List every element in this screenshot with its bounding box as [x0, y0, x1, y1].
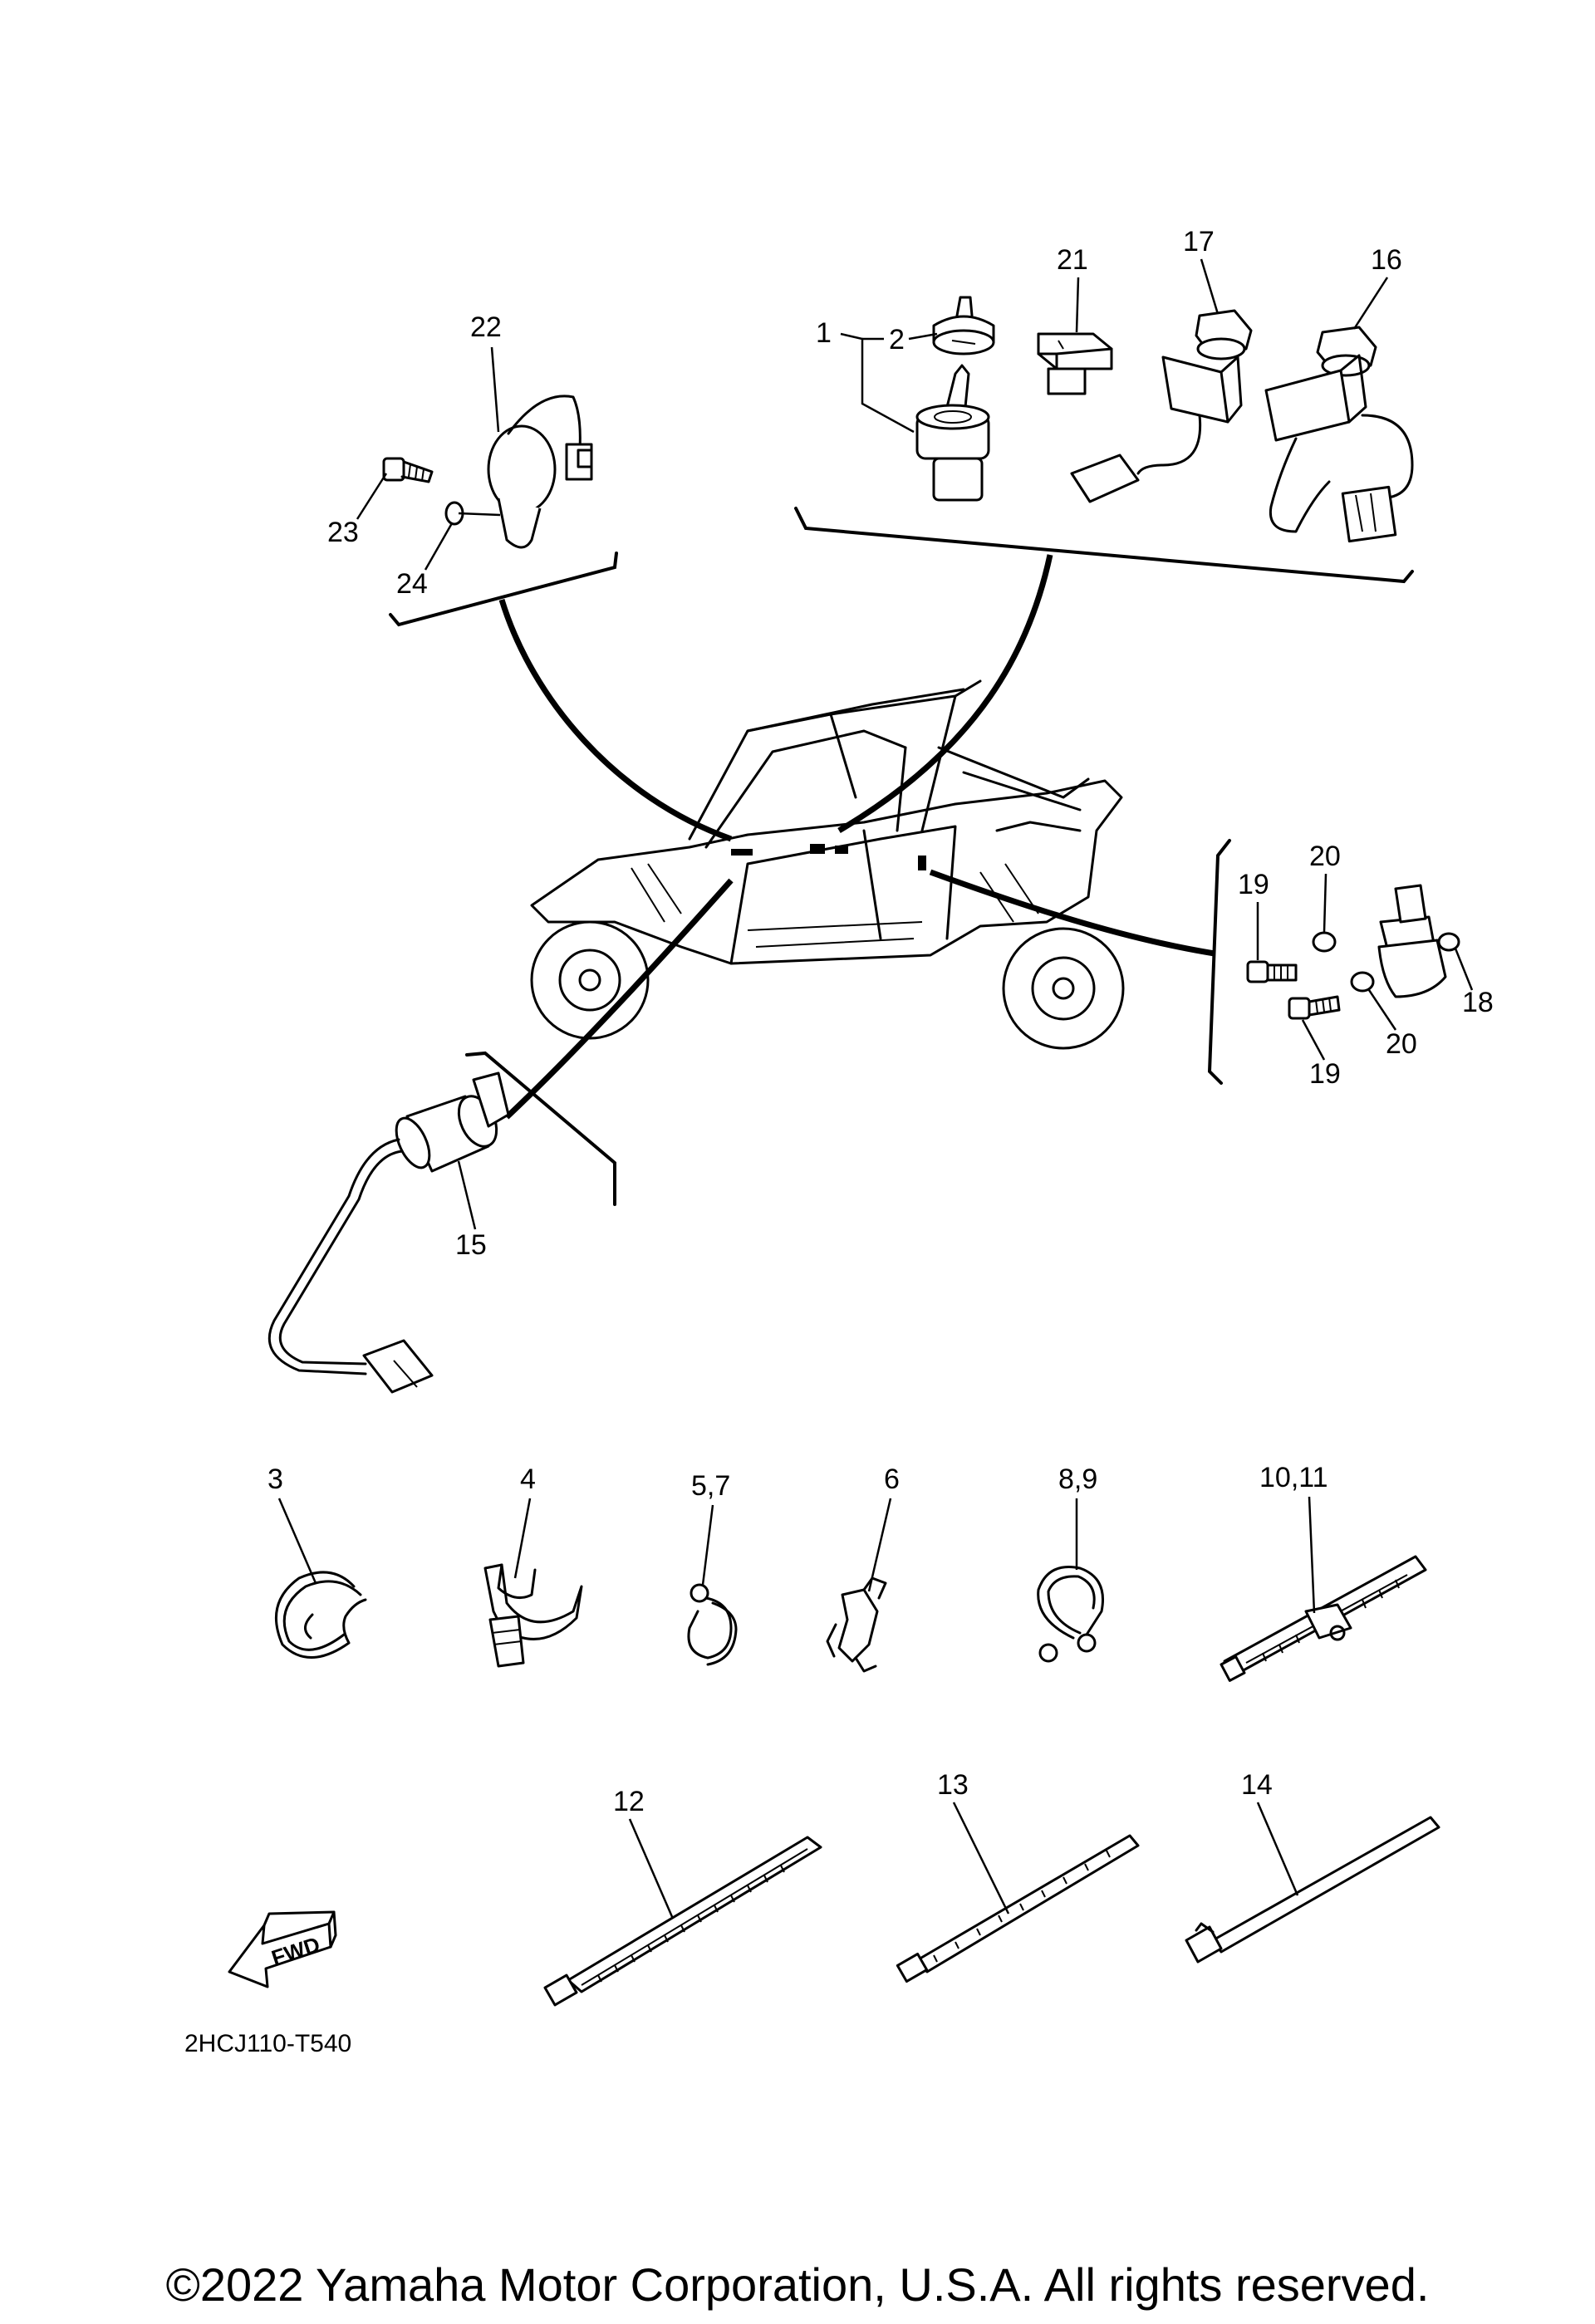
callout-3: 3 — [267, 1464, 283, 1495]
callout-17: 17 — [1183, 226, 1215, 257]
callout-15: 15 — [455, 1229, 487, 1261]
part-4-clamp — [483, 1563, 583, 1668]
part-22-relay — [487, 395, 593, 549]
part-1-main-switch — [915, 364, 990, 502]
part-17-switch — [1070, 309, 1253, 503]
group-main-switches: 1 2 21 17 16 — [794, 226, 1414, 584]
callout-20-top: 20 — [1309, 841, 1341, 872]
vehicle-illustration — [530, 679, 1125, 1050]
part-2-cap — [932, 296, 995, 355]
callout-10-11: 10,11 — [1259, 1462, 1328, 1493]
callout-5-7: 5,7 — [691, 1470, 730, 1502]
callout-19-top: 19 — [1238, 869, 1269, 900]
callout-8-9: 8,9 — [1058, 1464, 1097, 1495]
cable-ties-row: 12 13 14 — [543, 1769, 1440, 2007]
callout-13: 13 — [937, 1769, 969, 1801]
callout-14: 14 — [1241, 1769, 1273, 1801]
part-3-clamp — [275, 1571, 367, 1659]
group-socket: 15 — [267, 1051, 616, 1394]
callout-24: 24 — [396, 568, 428, 600]
callout-6: 6 — [884, 1464, 900, 1495]
group-sensor: 19 20 18 20 19 — [1207, 839, 1494, 1090]
callout-21: 21 — [1057, 244, 1088, 276]
callout-16: 16 — [1371, 244, 1402, 276]
callout-23: 23 — [327, 517, 359, 548]
callout-12: 12 — [613, 1786, 645, 1817]
copyright-notice: ©2022 Yamaha Motor Corporation, U.S.A. A… — [165, 2258, 1430, 2311]
part-14-cable-tie — [1185, 1816, 1440, 1964]
part-19-bolt-2 — [1288, 995, 1341, 1020]
clamps-row: 3 4 5,7 6 — [267, 1462, 1427, 1682]
part-10-11-tie — [1220, 1555, 1427, 1682]
fwd-direction-arrow: FWD — [228, 1910, 337, 1988]
callout-20-bottom: 20 — [1386, 1028, 1417, 1060]
part-13-cable-tie — [896, 1834, 1140, 1983]
part-6-clamp — [826, 1576, 887, 1673]
part-8-9-clamp — [1037, 1566, 1104, 1663]
part-21-switch — [1037, 332, 1113, 395]
part-20-washer — [1312, 931, 1337, 953]
part-15-dc-outlet — [267, 1071, 510, 1394]
part-16-switch — [1264, 326, 1414, 543]
group-horn-bracket: 22 23 24 — [327, 311, 618, 627]
part-19-bolt — [1246, 960, 1298, 983]
callout-2: 2 — [889, 324, 905, 355]
fwd-label: FWD — [268, 1932, 323, 1971]
callout-22: 22 — [470, 311, 502, 343]
part-5-7-clamp — [687, 1583, 738, 1666]
guide-lines — [498, 554, 1215, 1120]
callout-4: 4 — [520, 1464, 536, 1495]
callout-1: 1 — [816, 317, 832, 349]
part-23-bolt — [382, 457, 434, 483]
callout-18: 18 — [1462, 987, 1494, 1018]
callout-19-bottom: 19 — [1309, 1058, 1341, 1090]
part-12-cable-tie — [543, 1836, 822, 2007]
drawing-code: 2HCJ110-T540 — [184, 2030, 351, 2057]
part-18-sensor — [1377, 884, 1460, 998]
part-20-washer-2 — [1350, 971, 1375, 993]
